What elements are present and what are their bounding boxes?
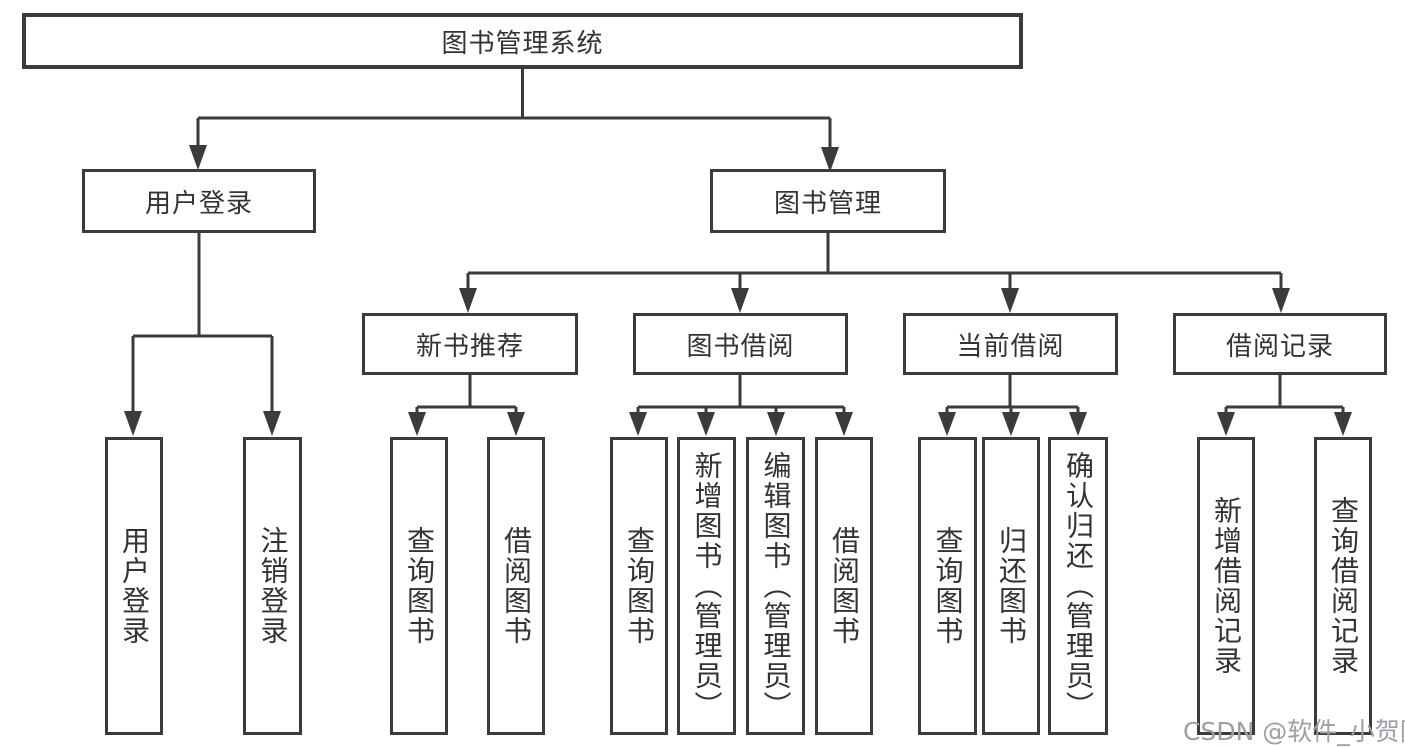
leaf-logout: 注销登录: [243, 437, 302, 735]
arrowhead: [767, 412, 785, 436]
leaf-add-borrow-record: 新增借阅记录: [1197, 437, 1255, 735]
node-current-borrow: 当前借阅: [903, 313, 1118, 375]
arrowhead: [938, 412, 956, 436]
arrowhead: [697, 412, 715, 436]
arrowhead: [1069, 412, 1087, 436]
leaf-query-books-3: 查询图书: [918, 437, 977, 735]
leaf-query-books-2: 查询图书: [610, 437, 668, 735]
arrowhead: [408, 412, 426, 436]
csdn-watermark: CSDN @软件_小贺同学: [1183, 717, 1405, 746]
arrowhead: [189, 145, 207, 170]
leaf-query-books-1: 查询图书: [390, 437, 448, 735]
arrowhead: [507, 412, 525, 436]
leaf-borrow-books-1: 借阅图书: [487, 437, 545, 735]
node-book-borrow: 图书借阅: [633, 313, 848, 375]
leaf-add-books-admin: 新增图书（管理员）: [677, 437, 736, 735]
arrowhead: [731, 288, 749, 313]
arrowhead: [629, 412, 647, 436]
leaf-query-borrow-record: 查询借阅记录: [1314, 437, 1372, 735]
leaf-borrow-books-2: 借阅图书: [815, 437, 873, 735]
arrowhead: [1334, 412, 1352, 436]
arrowhead: [821, 147, 839, 172]
node-user-login: 用户登录: [82, 169, 316, 233]
arrowhead: [124, 411, 142, 436]
leaf-confirm-return-admin: 确认归还（管理员）: [1048, 437, 1108, 735]
arrowhead: [1272, 288, 1290, 313]
node-borrow-record: 借阅记录: [1173, 313, 1387, 375]
node-new-book-recommend: 新书推荐: [362, 313, 578, 375]
arrowhead: [1217, 412, 1235, 436]
arrowhead: [835, 412, 853, 436]
arrowhead: [1001, 288, 1019, 313]
arrowheads: [124, 145, 1352, 436]
arrowhead: [459, 288, 477, 313]
leaf-user-login: 用户登录: [105, 437, 163, 735]
node-library-management-system: 图书管理系统: [22, 13, 1023, 69]
arrowhead: [263, 411, 281, 436]
node-book-management: 图书管理: [710, 169, 946, 233]
leaf-return-books: 归还图书: [982, 437, 1040, 735]
leaf-edit-books-admin: 编辑图书（管理员）: [746, 437, 805, 735]
arrowhead: [1002, 412, 1020, 436]
